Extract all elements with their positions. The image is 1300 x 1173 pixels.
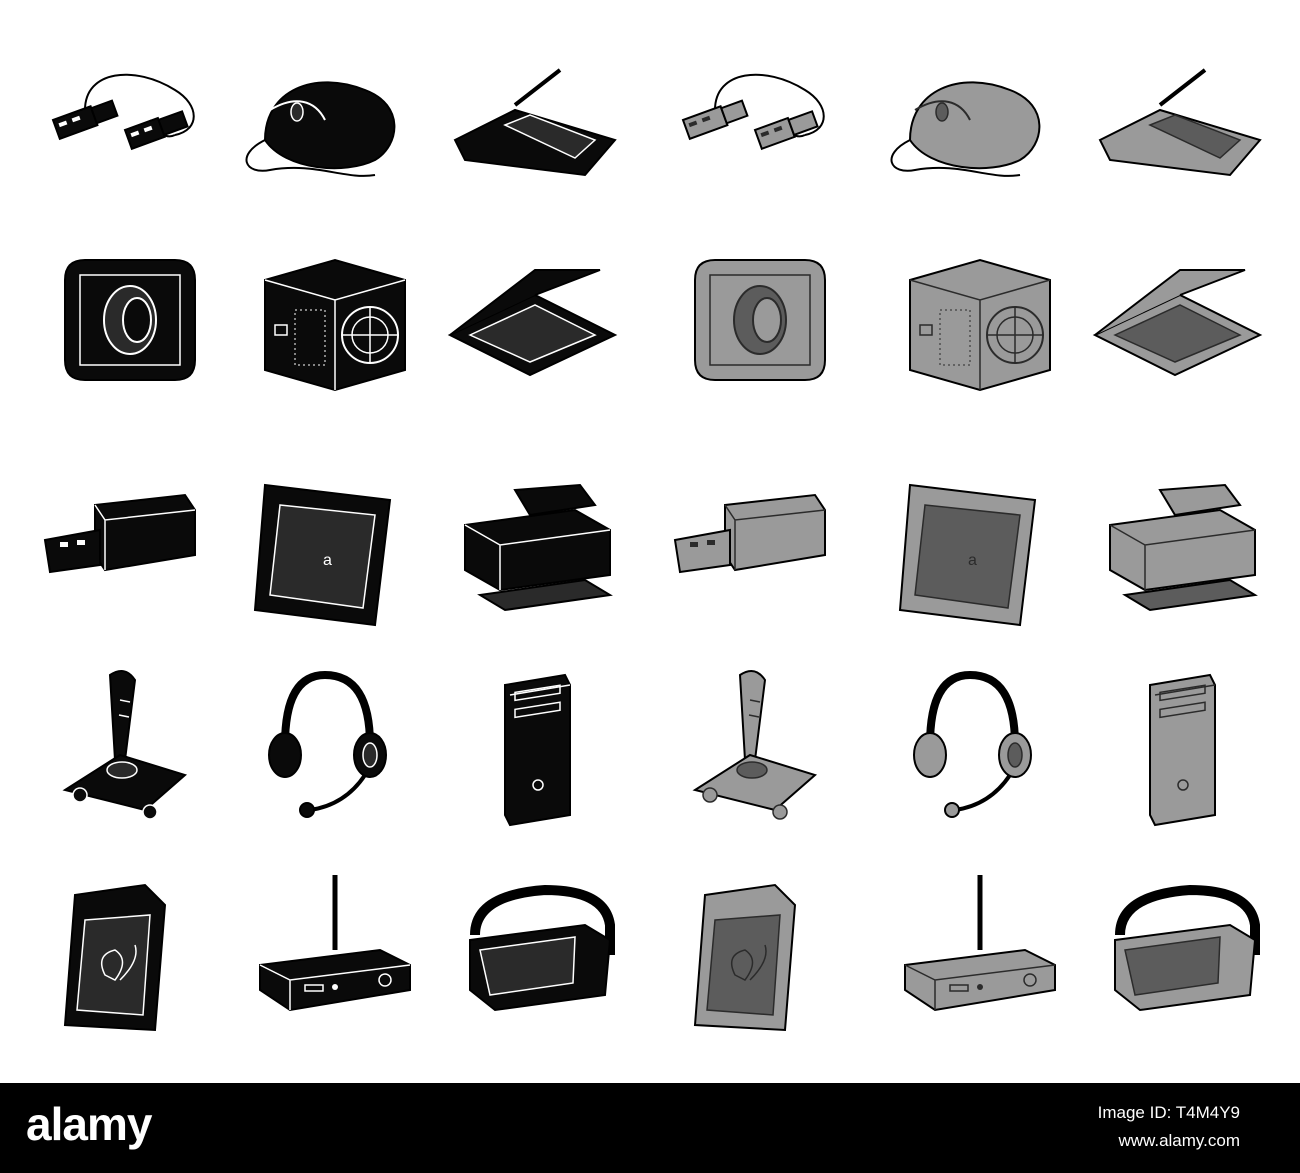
headset-icon [225, 660, 425, 840]
watermark-footer: alamy Image ID: T4M4Y9 www.alamy.com [0, 1083, 1300, 1173]
printer-icon [435, 460, 635, 640]
joystick-icon [655, 660, 855, 840]
webcam-icon [25, 240, 225, 420]
alamy-logo: alamy [26, 1098, 152, 1150]
sd-memory-card-icon [655, 865, 855, 1045]
power-supply-icon [870, 240, 1070, 420]
cpu-processor-icon: a [870, 460, 1070, 640]
cpu-processor-icon: a [225, 460, 425, 640]
wifi-router-icon [870, 865, 1070, 1045]
wifi-router-icon [225, 865, 425, 1045]
printer-icon [1080, 460, 1280, 640]
computer-mouse-icon [870, 50, 1070, 230]
usb-flash-drive-icon [655, 460, 855, 640]
icon-grid: a a [25, 50, 1280, 1045]
svg-text:a: a [968, 552, 977, 569]
flatbed-scanner-icon [1080, 240, 1280, 420]
website-label: www.alamy.com [1118, 1131, 1240, 1150]
graphics-tablet-icon [435, 50, 635, 230]
svg-text:a: a [323, 552, 332, 569]
graphics-tablet-icon [1080, 50, 1280, 230]
computer-mouse-icon [225, 50, 425, 230]
usb-cable-icon [655, 50, 855, 230]
sd-memory-card-icon [25, 865, 225, 1045]
flatbed-scanner-icon [435, 240, 635, 420]
image-id-label: Image ID: T4M4Y9 [1097, 1103, 1240, 1122]
vr-headset-icon [1080, 865, 1280, 1045]
usb-flash-drive-icon [25, 460, 225, 640]
pc-tower-icon [1080, 660, 1280, 840]
usb-cable-icon [25, 50, 225, 230]
webcam-icon [655, 240, 855, 420]
power-supply-icon [225, 240, 425, 420]
joystick-icon [25, 660, 225, 840]
pc-tower-icon [435, 660, 635, 840]
vr-headset-icon [435, 865, 635, 1045]
headset-icon [870, 660, 1070, 840]
